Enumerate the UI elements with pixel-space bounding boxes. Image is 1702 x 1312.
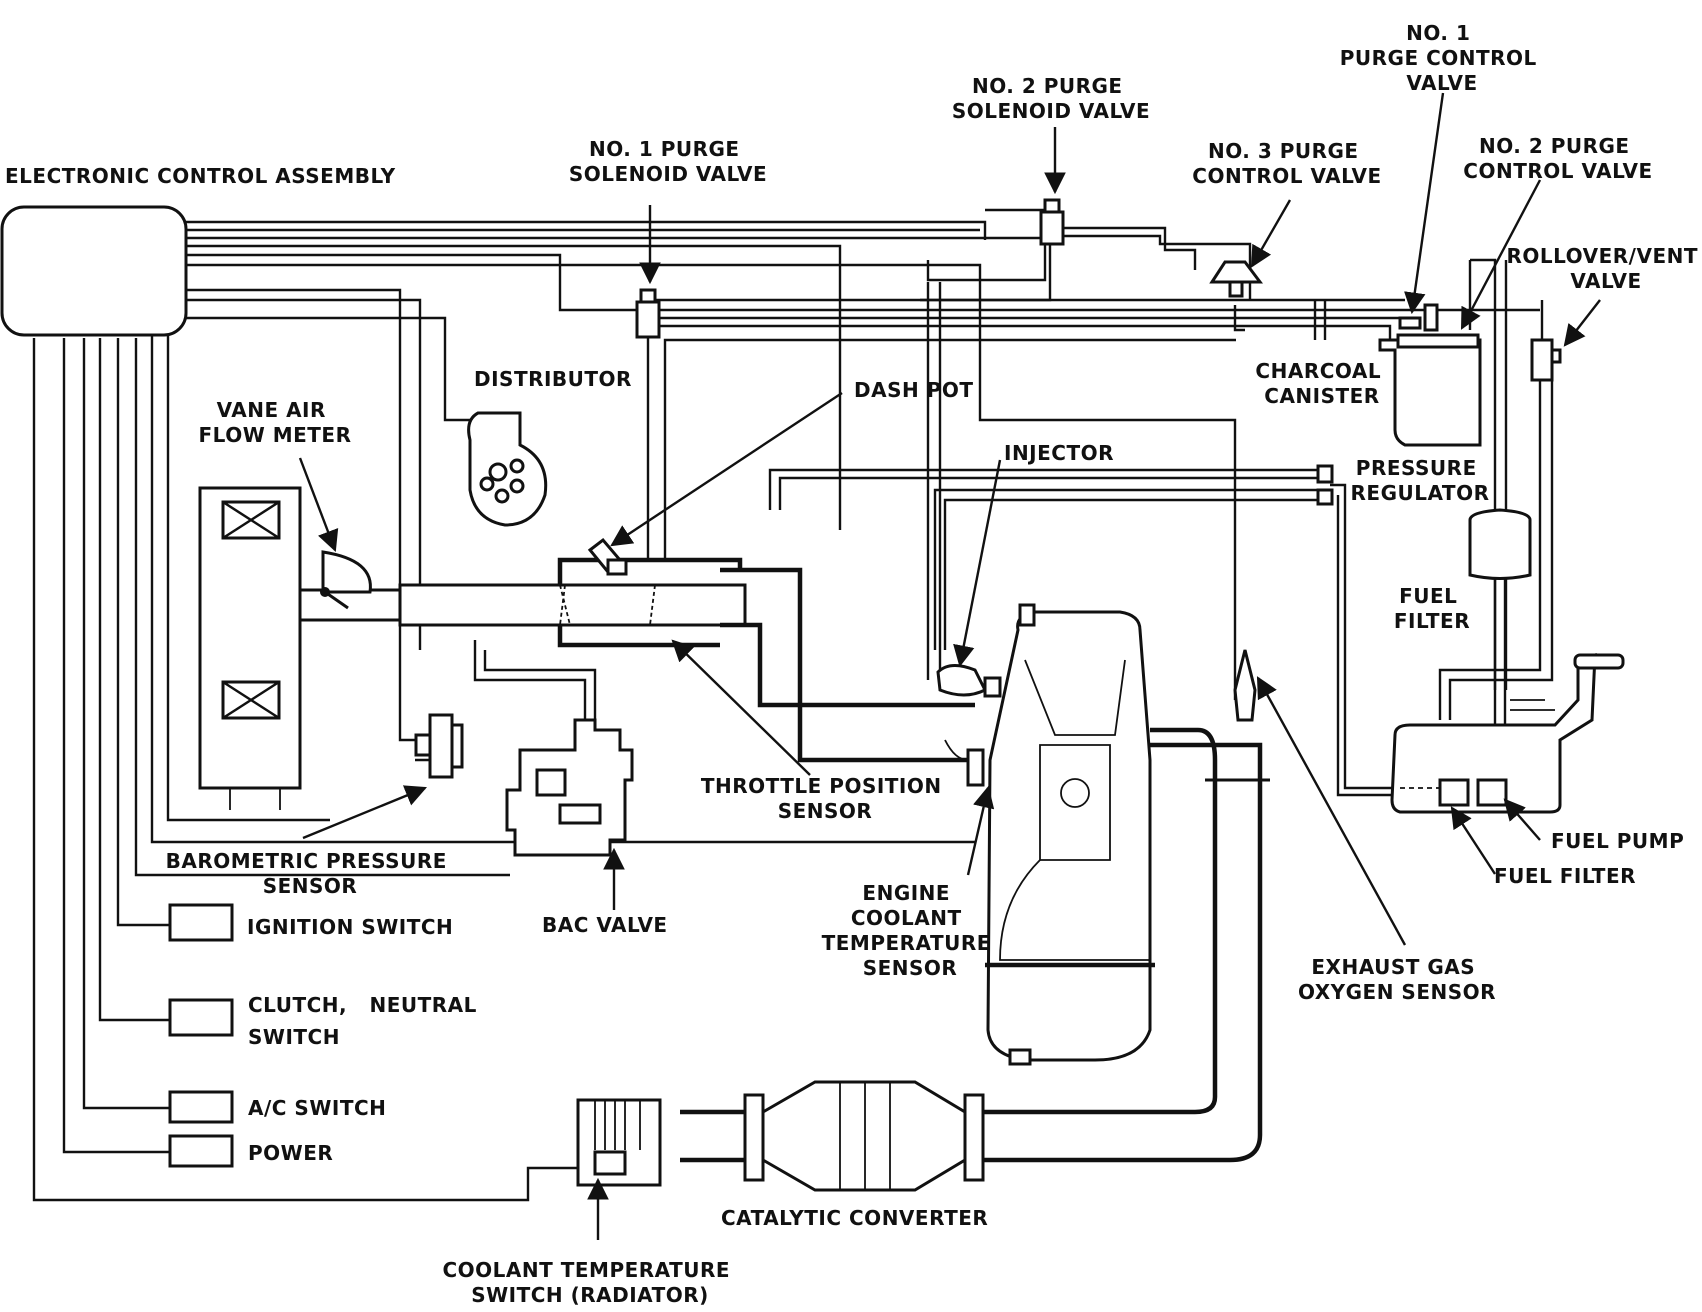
label-purge-solenoid-2: NO. 2 PURGE SOLENOID VALVE	[952, 74, 1150, 123]
label-exhaust-gas-oxygen-sensor: EXHAUST GAS OXYGEN SENSOR	[1298, 955, 1496, 1004]
purge-vacuum-lines	[646, 208, 1554, 720]
label-fuel-filter-lower: FUEL FILTER	[1494, 864, 1636, 888]
label-rollover-vent: ROLLOVER/VENT VALVE	[1507, 244, 1702, 293]
oxygen-sensor	[1233, 649, 1257, 722]
callout-arrows	[298, 92, 1601, 1240]
pressure-regulator	[1316, 464, 1334, 506]
power-box	[168, 1134, 234, 1168]
eca-wiring-harness	[32, 220, 1540, 1202]
label-vane-air-flow-meter: VANE AIR FLOW METER	[199, 398, 352, 447]
label-pressure-regulator: PRESSURE REGULATOR	[1351, 456, 1490, 505]
injector	[936, 664, 1002, 698]
label-ac-switch: A/C SWITCH	[248, 1096, 386, 1120]
fuel-filter-upper	[1468, 508, 1532, 580]
label-fuel-pump: FUEL PUMP	[1551, 829, 1684, 853]
charcoal-canister	[1378, 303, 1482, 447]
dash-pot	[587, 537, 628, 576]
label-purge-control-2: NO. 2 PURGE CONTROL VALVE	[1463, 134, 1652, 183]
throttle-position-sensor	[966, 748, 985, 787]
barometric-pressure-sensor	[414, 713, 464, 779]
label-catalytic-converter: CATALYTIC CONVERTER	[721, 1206, 988, 1230]
fuel-lines	[768, 468, 1507, 797]
clutch-neutral-switch-box	[168, 998, 234, 1037]
purge-solenoid-2	[1039, 210, 1065, 246]
electronic-control-assembly	[0, 205, 188, 337]
label-charcoal-canister: CHARCOAL CANISTER	[1255, 359, 1388, 408]
label-distributor: DISTRIBUTOR	[474, 367, 632, 391]
label-throttle-position-sensor: THROTTLE POSITION SENSOR	[701, 774, 949, 823]
label-injector: INJECTOR	[1004, 441, 1114, 465]
exhaust-pipe	[680, 727, 1270, 1163]
label-engine-coolant-temperature-sensor: ENGINE COOLANT TEMPERATURE SENSOR	[822, 881, 999, 980]
catalytic-converter	[743, 1080, 985, 1192]
intake-duct	[198, 486, 975, 810]
label-clutch-neutral-switch: CLUTCH, NEUTRAL SWITCH	[0, 0, 514, 1049]
radiator	[576, 1098, 662, 1187]
label-eca: ELECTRONIC CONTROL ASSEMBLY	[5, 164, 396, 188]
fuel-tank	[1390, 652, 1625, 814]
engine-block	[985, 603, 1155, 1066]
label-dash-pot: DASH POT	[854, 378, 974, 402]
distributor	[467, 411, 548, 527]
ac-switch-box	[168, 1090, 234, 1124]
purge-control-valve-3	[1209, 260, 1263, 284]
label-barometric-pressure-sensor: BAROMETRIC PRESSURE SENSOR	[166, 849, 455, 898]
purge-solenoid-1	[635, 300, 661, 339]
ignition-switch-box	[168, 903, 234, 942]
bac-valve	[473, 640, 634, 857]
label-ignition-switch: IGNITION SWITCH	[247, 915, 453, 939]
label-purge-control-3: NO. 3 PURGE CONTROL VALVE	[1192, 139, 1381, 188]
label-purge-solenoid-1: NO. 1 PURGE SOLENOID VALVE	[569, 137, 767, 186]
label-coolant-temperature-switch: COOLANT TEMPERATURE SWITCH (RADIATOR)	[442, 1258, 737, 1307]
label-purge-control-1: NO. 1 PURGE CONTROL VALVE	[1340, 21, 1545, 95]
label-bac-valve: BAC VALVE	[542, 913, 668, 937]
rollover-vent-valve	[1530, 300, 1562, 382]
label-fuel-filter-upper: FUEL FILTER	[1394, 584, 1470, 633]
label-power: POWER	[248, 1141, 333, 1165]
